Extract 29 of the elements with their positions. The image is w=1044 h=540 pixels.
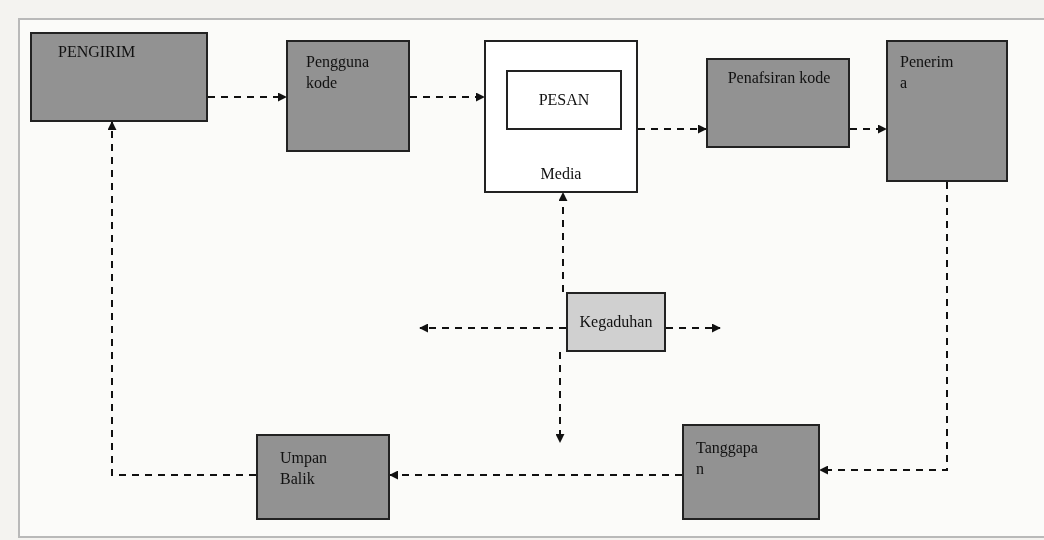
dashed-arrow — [409, 92, 485, 102]
process-box — [506, 70, 622, 130]
box-label: Penafsiran kode — [727, 68, 831, 88]
process-box — [706, 58, 850, 148]
dashed-arrow — [819, 181, 948, 475]
process-box — [30, 32, 208, 122]
box-label: PESAN — [538, 89, 590, 110]
box-label: Penerim a — [900, 52, 955, 93]
dashed-arrow — [637, 124, 707, 134]
dashed-arrow — [558, 192, 568, 293]
dashed-arrow — [555, 351, 565, 443]
process-box — [886, 40, 1008, 182]
process-box — [286, 40, 410, 152]
dashed-arrow — [849, 124, 887, 134]
dashed-arrow — [665, 323, 721, 333]
box-label: Umpan Balik — [280, 448, 329, 489]
dashed-arrow — [389, 470, 683, 480]
dashed-arrow — [207, 92, 287, 102]
box-label: PENGIRIM — [58, 42, 136, 62]
box-label: Kegaduhan — [579, 311, 653, 333]
dashed-arrow — [107, 121, 257, 476]
box-label: Media — [540, 164, 582, 185]
process-box — [682, 424, 820, 520]
process-box — [256, 434, 390, 520]
box-label: Pengguna kode — [306, 52, 371, 93]
process-box — [484, 40, 638, 193]
process-box — [566, 292, 666, 352]
dashed-arrow — [419, 323, 567, 333]
box-label: Tanggapa n — [696, 438, 759, 479]
